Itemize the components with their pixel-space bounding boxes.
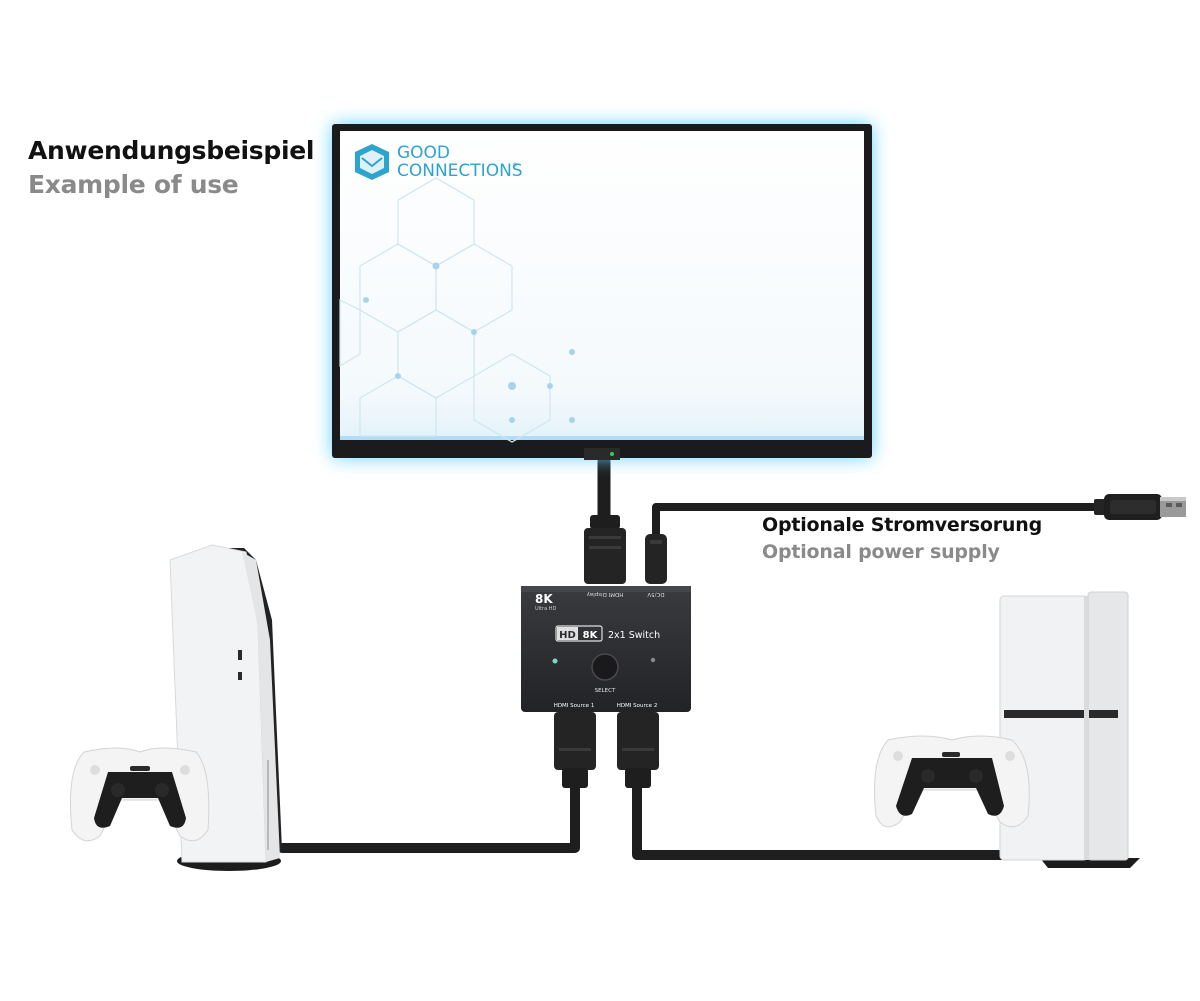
hdmi-plug-source1 — [554, 712, 596, 788]
switch-resolution: 8K — [535, 592, 553, 606]
hdmi-plug-source2 — [617, 712, 659, 788]
hdmi-switch: 8K Ultra HD HDMI Display DC/5V HD 8K 2x1… — [521, 586, 691, 712]
hdmi-source1-cable — [277, 775, 580, 853]
hdmi-plug-display — [584, 515, 626, 584]
title-german: Anwendungsbeispiel — [28, 136, 315, 165]
select-label: SELECT — [595, 688, 616, 694]
good-connections-logo: GOOD CONNECTIONS ® — [355, 143, 523, 181]
game-console-right — [999, 591, 1140, 868]
tv-power-led — [610, 452, 614, 456]
badge-8k: 8K — [583, 630, 599, 641]
dc-plug — [645, 534, 667, 584]
usb-power-cable — [652, 503, 1102, 564]
power-supply-label-german: Optionale Stromversorung — [762, 514, 1042, 536]
source1-led — [552, 658, 558, 664]
tv-mount — [584, 448, 620, 460]
controller-left — [70, 747, 210, 842]
port-label-hdmi-display: HDMI Display — [586, 591, 624, 597]
usb-plug — [1094, 494, 1186, 520]
hd-8k-badge — [555, 625, 603, 642]
source2-port-label: HDMI Source 2 — [617, 703, 658, 709]
logo-text-line2: CONNECTIONS — [397, 161, 523, 181]
switch-body — [521, 586, 691, 712]
logo-registered-mark: ® — [512, 162, 518, 169]
source2-led — [650, 657, 656, 663]
television: GOOD CONNECTIONS ® — [332, 124, 872, 460]
source1-port-label: HDMI Source 1 — [554, 703, 595, 709]
controller-right — [874, 735, 1030, 828]
switch-resolution-sub: Ultra HD — [535, 606, 556, 612]
port-label-dc: DC/5V — [647, 591, 664, 597]
network-dots — [363, 262, 575, 423]
logo-text-line1: GOOD — [397, 143, 450, 163]
switch-model: 2x1 Switch — [608, 630, 660, 641]
title-english: Example of use — [28, 170, 239, 199]
select-button — [591, 653, 619, 681]
badge-hd: HD — [559, 630, 576, 641]
hdmi-source2-cable — [632, 775, 1050, 860]
power-supply-label-english: Optional power supply — [762, 541, 1000, 563]
hexagon-pattern — [339, 177, 551, 443]
